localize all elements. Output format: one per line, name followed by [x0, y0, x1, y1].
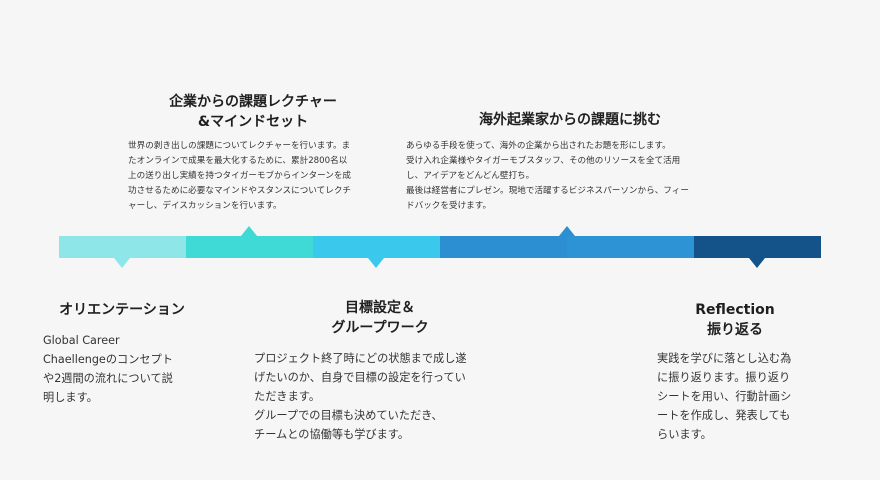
timeline-segment-4	[440, 236, 567, 258]
lecture-desc: 世界の剥き出しの課題についてレクチャーを行います。ま たオンラインで成果を最大化…	[128, 141, 352, 211]
timeline-segment-2	[186, 236, 313, 258]
reflection-desc: 実践を学びに落とし込む為 に振り返ります。振り返り シートを用い、行動計画シ ー…	[657, 352, 792, 441]
timeline-segment-3	[313, 236, 440, 258]
timeline-segment-5	[567, 236, 694, 258]
pointer-down-1	[114, 258, 130, 268]
pointer-down-6	[749, 258, 765, 268]
lecture-title: 企業からの課題レクチャー &マインドセット	[169, 94, 337, 130]
pointer-up-2	[241, 226, 257, 236]
goal-title: 目標設定＆ グループワーク	[331, 300, 429, 336]
reflection-title: Reflection 振り返る	[695, 302, 775, 338]
pointer-down-3	[368, 258, 384, 268]
challenge-title: 海外起業家からの課題に挑む	[479, 112, 661, 128]
pointer-up-4	[559, 226, 575, 236]
goal-desc: プロジェクト終了時にどの状態まで成し遂 げたいのか、自身で目標の設定を行ってい …	[254, 352, 467, 441]
timeline-segment-1	[59, 236, 186, 258]
challenge-desc: あらゆる手段を使って、海外の企業から出されたお題を形にします。 受け入れ企業様や…	[406, 141, 689, 211]
timeline-segment-6	[694, 236, 821, 258]
orientation-desc: Global Career Chaellengeのコンセプト や2週間の流れにつ…	[43, 334, 173, 404]
orientation-title: オリエンテーション	[59, 302, 185, 318]
